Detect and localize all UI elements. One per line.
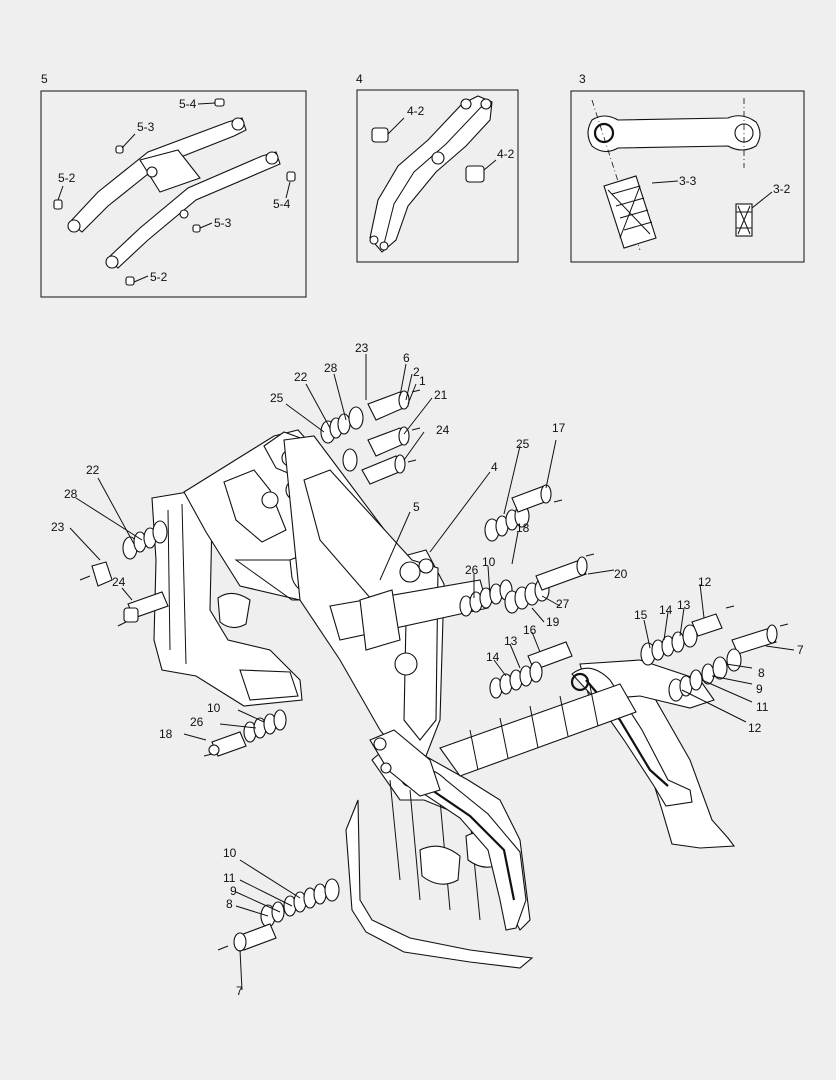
panel-4-callout-4-2a: 4-2 [407, 104, 425, 118]
callout-28-top: 28 [324, 361, 338, 375]
callout-20: 20 [614, 567, 628, 581]
inset-panel-5: 5 5-4 5-3 5-2 5-4 5-3 5-2 [40, 72, 307, 298]
panel-5-callout-5-3b: 5-3 [214, 216, 232, 230]
inset-panel-3: 3 3-3 3-2 [570, 72, 805, 263]
panel-3-title: 3 [579, 72, 586, 86]
callout-leaders [69, 354, 795, 991]
callout-labels: 23 6 28 2 22 1 25 21 24 22 28 23 24 25 1… [51, 341, 804, 998]
panel-5-title: 5 [41, 72, 48, 86]
callout-23-top: 23 [355, 341, 369, 355]
main-assembly [151, 429, 736, 969]
callout-24-left: 24 [112, 575, 126, 589]
callout-9-bottom: 9 [230, 884, 237, 898]
callout-23-left: 23 [51, 520, 65, 534]
callout-11-right: 11 [756, 700, 769, 714]
callout-25-mid: 25 [516, 437, 530, 451]
callout-11-bottom: 11 [223, 871, 236, 885]
callout-10-mid: 10 [482, 555, 496, 569]
callout-2: 2 [413, 365, 420, 379]
callout-13-right: 13 [677, 598, 691, 612]
callout-22-top: 22 [294, 370, 308, 384]
callout-10-left: 10 [207, 701, 221, 715]
callout-22-left: 22 [86, 463, 100, 477]
callout-16: 16 [523, 623, 537, 637]
callout-19: 19 [546, 615, 560, 629]
pin-stacks [79, 389, 789, 952]
panel-5-callout-5-4a: 5-4 [179, 97, 197, 111]
callout-12-bottom: 12 [748, 721, 762, 735]
callout-7-bottom: 7 [236, 984, 243, 998]
panel-5-callout-5-3a: 5-3 [137, 120, 155, 134]
panel-5-callout-5-2a: 5-2 [58, 171, 76, 185]
panel-5-callout-5-2b: 5-2 [150, 270, 168, 284]
callout-8-right: 8 [758, 666, 765, 680]
callout-25-top: 25 [270, 391, 284, 405]
panel-3-callout-3-2: 3-2 [773, 182, 791, 196]
callout-7-right: 7 [797, 643, 804, 657]
callout-9-right: 9 [756, 682, 763, 696]
callout-27: 27 [556, 597, 570, 611]
callout-24-top: 24 [436, 423, 450, 437]
panel-4-callout-4-2b: 4-2 [497, 147, 515, 161]
callout-5: 5 [413, 500, 420, 514]
callout-17: 17 [552, 421, 566, 435]
callout-1: 1 [419, 374, 426, 388]
panel-3-callout-3-3: 3-3 [679, 174, 697, 188]
callout-14-right: 14 [659, 603, 673, 617]
callout-13-mid: 13 [504, 634, 518, 648]
callout-18-left: 18 [159, 727, 173, 741]
callout-26-mid: 26 [465, 563, 479, 577]
callout-6: 6 [403, 351, 410, 365]
callout-28-left: 28 [64, 487, 78, 501]
panel-5-callout-5-4b: 5-4 [273, 197, 291, 211]
callout-18-mid: 18 [516, 521, 530, 535]
inset-panel-4: 4 4-2 4-2 [356, 72, 519, 263]
callout-14-mid: 14 [486, 650, 500, 664]
callout-12-top: 12 [698, 575, 712, 589]
callout-10-bottom: 10 [223, 846, 237, 860]
callout-26-left: 26 [190, 715, 204, 729]
callout-8-bottom: 8 [226, 897, 233, 911]
panel-4-title: 4 [356, 72, 363, 86]
callout-21: 21 [434, 388, 448, 402]
callout-15: 15 [634, 608, 648, 622]
callout-4: 4 [491, 460, 498, 474]
